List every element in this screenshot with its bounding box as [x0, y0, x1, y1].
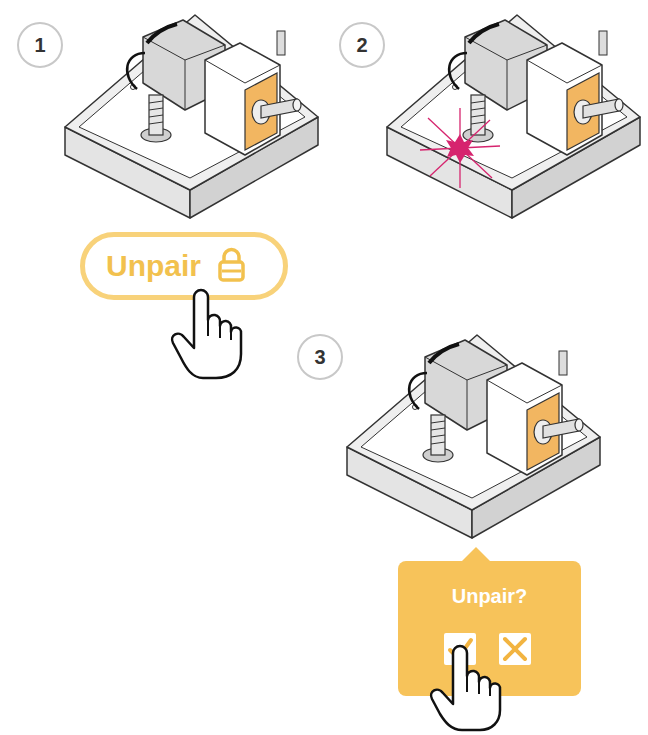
- motor-block: [347, 335, 600, 538]
- step-number: 2: [339, 22, 385, 68]
- shake-burst: [446, 134, 474, 163]
- confirm-popup: Unpair?: [398, 561, 581, 696]
- lock-icon: [224, 250, 239, 263]
- popup-pointer: [462, 547, 490, 561]
- button-label: Unpair: [106, 249, 201, 283]
- hand-cursor: [431, 646, 500, 730]
- hand-cursor: [219, 324, 221, 338]
- lock-icon: [220, 250, 243, 281]
- hand-cursor: [478, 680, 480, 694]
- step-number: 1: [34, 34, 45, 57]
- confirm-button: [444, 633, 476, 665]
- shake-burst: [420, 108, 500, 188]
- cancel-button: [499, 633, 531, 665]
- hand-cursor: [489, 686, 491, 696]
- motor-block: [65, 15, 318, 218]
- lock-icon: [222, 270, 241, 273]
- hand-cursor: [172, 290, 241, 378]
- step-number: 3: [314, 346, 325, 369]
- step-number: 2: [356, 34, 367, 57]
- popup-pointer: [462, 547, 490, 561]
- step-number: 3: [297, 334, 343, 380]
- lock-icon: [220, 262, 243, 280]
- hand-cursor: [467, 676, 490, 696]
- motor-block: [387, 15, 640, 218]
- cancel-button: [505, 639, 525, 659]
- hand-cursor: [208, 320, 231, 340]
- confirm-button: [450, 640, 471, 658]
- hand-cursor: [207, 320, 209, 336]
- popup-title: Unpair?: [452, 585, 528, 608]
- hand-cursor: [230, 330, 232, 340]
- unpair-button: Unpair: [80, 232, 288, 300]
- hand-cursor: [172, 290, 241, 378]
- hand-cursor: [466, 676, 468, 692]
- confirm-button: [444, 633, 476, 665]
- step-number: 1: [17, 22, 63, 68]
- hand-cursor: [431, 646, 500, 730]
- cancel-button: [499, 633, 531, 665]
- cancel-button: [505, 639, 525, 659]
